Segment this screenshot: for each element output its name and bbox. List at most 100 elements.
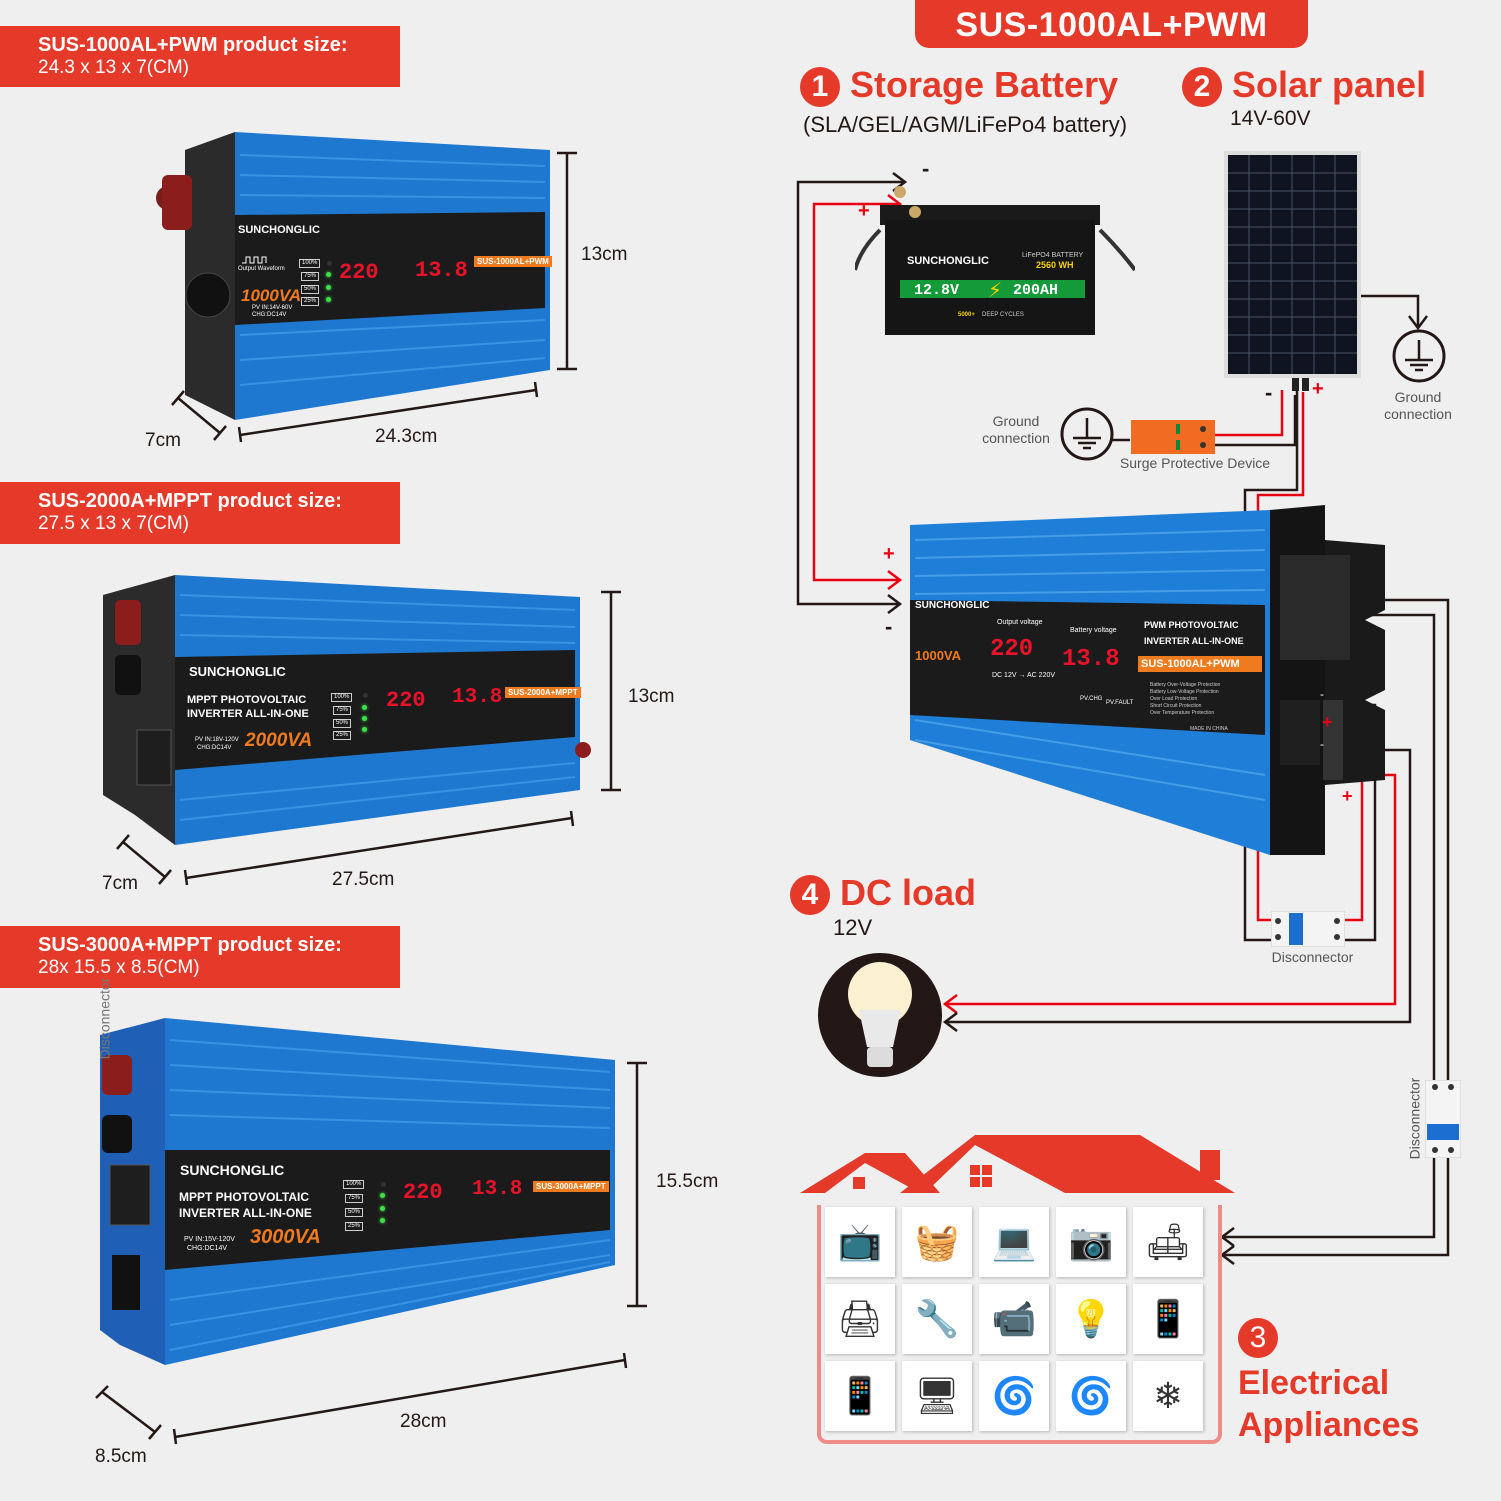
surge-protective-device-image [1131, 420, 1215, 454]
dimension-height: 13cm [628, 686, 675, 707]
smartphone-icon: 📱 [825, 1361, 895, 1431]
output-waveform-label: Output Waveform [238, 266, 285, 272]
protection-item: Short Circuit Protection [1150, 703, 1202, 709]
inverter-brand: SUNCHONGLIC [915, 600, 990, 611]
inverter-rating: 3000VA [250, 1226, 321, 1248]
output-voltage-label: Output voltage [997, 619, 1043, 626]
dc-load-section-title: 4 DC load [790, 872, 976, 916]
charge-spec: CHG:DC14V [197, 745, 232, 751]
battery-title: Storage Battery [850, 64, 1119, 105]
ground-label-line2: connection [1384, 406, 1452, 422]
appliances-title: Electrical Appliances [1238, 1362, 1419, 1446]
output-voltage-display: 220 [386, 688, 426, 713]
load-led-75 [326, 272, 331, 277]
battery-chemistry: LiFePO4 BATTERY [1022, 252, 1084, 259]
laptop-icon: 💻 [979, 1207, 1049, 1277]
step-number-4: 4 [790, 875, 830, 916]
appliances-title-line1: Electrical [1238, 1364, 1390, 1402]
product-size-banner-3: SUS-3000A+MPPT product size: 28x 15.5 x … [0, 926, 400, 988]
load-led-75 [362, 705, 367, 710]
ground-label-line2: connection [982, 430, 1050, 446]
charge-spec: CHG:DC14V [252, 312, 287, 318]
pv-input-spec: PV IN:18V-120V [195, 737, 239, 743]
ground-label-line1: Ground [992, 413, 1040, 429]
inverter-type-line2: INVERTER ALL-IN-ONE [179, 1206, 312, 1220]
washing-machine-icon: 🧺 [902, 1207, 972, 1277]
camera-icon: 📷 [1056, 1207, 1126, 1277]
solar-subtitle: 14V-60V [1230, 107, 1311, 130]
battery-voltage-display: 13.8 [472, 1178, 523, 1201]
house-roof-icon [800, 1135, 1235, 1193]
inverter-type-line1: MPPT PHOTOVOLTAIC [179, 1190, 310, 1204]
disconnector-breaker-icon [1425, 1080, 1461, 1158]
ground-icon [1392, 329, 1446, 383]
inverter-brand: SUNCHONGLIC [238, 224, 320, 236]
diagram-title: SUS-1000AL+PWM [915, 0, 1308, 48]
step-number-2: 2 [1182, 67, 1222, 108]
load-led-100 [363, 693, 368, 698]
load-level-25: 25% [345, 1222, 364, 1231]
lightning-icon: ⚡ [988, 280, 1003, 302]
battery-section-title: 1 Storage Battery [800, 64, 1119, 108]
load-level-50: 50% [333, 719, 352, 728]
inverter-battery-plus: + [883, 543, 895, 565]
disconnector-breaker-icon [1271, 911, 1345, 947]
step-number-3-value: 3 [1238, 1318, 1278, 1358]
battery-subtitle: (SLA/GEL/AGM/LiFePo4 battery) [803, 112, 1128, 137]
model-tag: SUS-2000A+MPPT [505, 687, 581, 698]
battery-voltage-display: 13.8 [415, 258, 468, 283]
pv-input-spec: PV IN:15V-120V [184, 1236, 235, 1243]
load-level-25: 25% [301, 297, 320, 306]
tablet-icon: 📱 [1133, 1284, 1203, 1354]
solar-plus-label: + [1312, 378, 1324, 400]
air-cooler-icon: ❄ [1133, 1361, 1203, 1431]
terminal-minus-1: - [1320, 687, 1324, 701]
battery-minus-label: - [922, 156, 930, 181]
product-size-banner-2: SUS-2000A+MPPT product size: 27.5 x 13 x… [0, 482, 400, 544]
dimension-depth: 7cm [145, 430, 181, 451]
main-inverter-image [910, 505, 1385, 855]
dimension-lines [95, 151, 647, 1445]
cfl-bulb-icon: 💡 [1056, 1284, 1126, 1354]
load-led-100 [327, 261, 332, 266]
inverter-rating: 1000VA [915, 648, 962, 663]
dimension-depth: 8.5cm [95, 1446, 147, 1467]
load-led-25 [326, 297, 331, 302]
dimension-length: 27.5cm [332, 869, 395, 890]
product-size-banner-1: SUS-1000AL+PWM product size: 24.3 x 13 x… [0, 26, 400, 87]
model-tag: SUS-1000AL+PWM [1138, 656, 1262, 672]
ground-label: Ground connection [968, 413, 1064, 447]
battery-brand: SUNCHONGLIC [907, 255, 989, 267]
solar-section-title: 2 Solar panel [1182, 64, 1427, 108]
ground-label: Ground connection [1370, 389, 1466, 423]
light-bulb-icon [818, 953, 942, 1077]
load-level-75: 75% [301, 272, 320, 281]
load-led-100 [381, 1182, 386, 1187]
inverter-battery-minus: - [885, 614, 893, 639]
battery-voltage-display: 13.8 [452, 686, 503, 709]
conversion-label: DC 12V → AC 220V [992, 672, 1056, 679]
spd-label: Surge Protective Device [1119, 455, 1271, 471]
protection-item: Over Load Protection [1150, 696, 1198, 702]
inverter-rating: 2000VA [245, 730, 313, 751]
inverter-brand: SUNCHONGLIC [189, 664, 286, 679]
dc-load-subtitle: 12V [833, 915, 873, 940]
terminal-minus-2: - [1320, 737, 1324, 751]
charge-spec: CHG:DC14V [187, 1245, 228, 1252]
model-tag: SUS-3000A+MPPT [533, 1181, 609, 1192]
disconnector-label: Disconnector [1271, 949, 1354, 965]
protection-list: Battery Over-Voltage Protection Battery … [1150, 682, 1220, 717]
protection-item: Battery Over-Voltage Protection [1150, 682, 1221, 688]
load-led-50 [362, 716, 367, 721]
inverter-rating: 1000VA [241, 286, 302, 305]
battery-voltage-display: 13.8 [1062, 646, 1120, 673]
drill-icon: 🔧 [902, 1284, 972, 1354]
load-level-100: 100% [331, 693, 353, 702]
battery-cycles-number: 5000+ [958, 312, 975, 318]
ground-icon [1060, 407, 1114, 461]
inverter-2000va-image [103, 575, 591, 845]
output-voltage-display: 220 [339, 260, 379, 285]
desktop-pc-icon: 🖥 [902, 1361, 972, 1431]
step-number-3: 3 [1238, 1318, 1278, 1358]
solar-title: Solar panel [1232, 64, 1427, 105]
